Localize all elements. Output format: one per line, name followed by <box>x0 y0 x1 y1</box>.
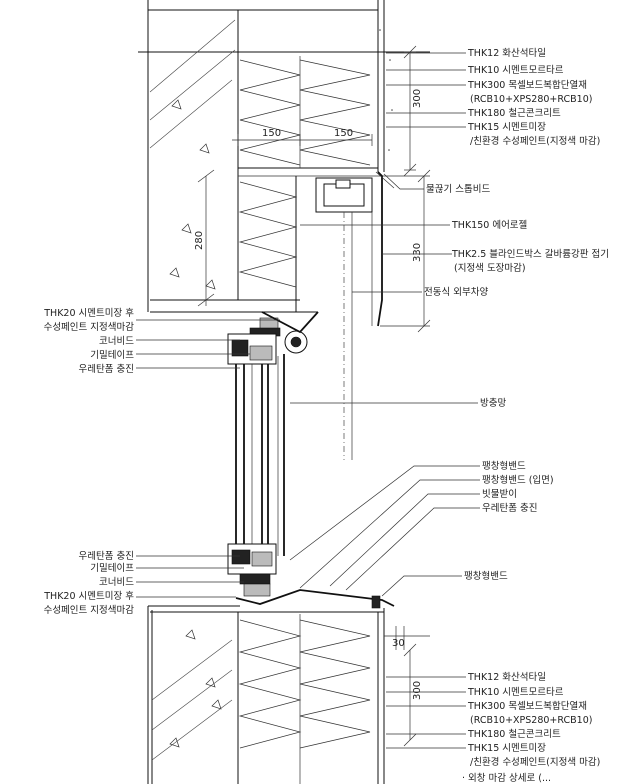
lower-wall <box>147 605 385 784</box>
lower-layer-5: THK180 철근콘크리트 <box>467 729 561 740</box>
left-lower-label-2: 기밀테이프 <box>90 562 134 574</box>
lower-layer-6: THK15 시멘트미장 <box>467 743 546 754</box>
upper-layer-1: THK12 화산석타일 <box>467 48 546 59</box>
upper-layer-2: THK10 시멘트모르타르 <box>467 65 564 76</box>
lower-layer-2: THK10 시멘트모르타르 <box>467 687 564 698</box>
upper-layer-3: THK300 목셀보드복합단열재 <box>467 80 587 91</box>
upper-layer-7: /친환경 수성페인트(지정색 마감) <box>470 135 600 147</box>
dim-insulation-right: 150 <box>334 128 353 139</box>
dim-blind-box-height: 330 <box>412 243 423 262</box>
upper-layer-labels: THK12 화산석타일 THK10 시멘트모르타르 THK300 목셀보드복합단… <box>467 48 600 147</box>
left-upper-label-5: 우레탄폼 충진 <box>79 364 134 375</box>
dim-lintel-depth: 280 <box>194 231 205 250</box>
left-lower-labels: 우레탄폼 충진 기밀테이프 코너비드 THK20 시멘트미장 후 수성페인트 지… <box>43 551 134 616</box>
label-drip-bead: 물끊기 스톱비드 <box>426 184 490 195</box>
upper-wall <box>138 0 430 313</box>
glazing <box>235 354 285 556</box>
label-insect-screen: 방충망 <box>480 398 506 409</box>
upper-layer-4: (RCB10+XPS280+RCB10) <box>470 94 592 105</box>
left-upper-label-1: THK20 시멘트미장 후 <box>43 308 134 319</box>
label-blind: 전동식 외부차양 <box>424 286 488 298</box>
lower-dimensions: 30 300 <box>384 626 430 747</box>
lower-layer-1: THK12 화산석타일 <box>467 672 546 683</box>
left-lower-label-4: THK20 시멘트미장 후 <box>43 591 134 602</box>
lower-layer-labels: THK12 화산석타일 THK10 시멘트모르타르 THK300 목셀보드복합단… <box>462 672 600 784</box>
partial-bottom-text: · 외창 마감 상세로 (... <box>462 772 551 784</box>
upper-dimensions: 300 150 150 280 330 <box>194 45 431 333</box>
label-blind-box-2: (지정색 도장마감) <box>454 262 526 274</box>
label-sill-3: 빗물받이 <box>482 489 517 500</box>
label-blind-box-1: THK2.5 블라인드박스 갈바륨강판 접기 <box>451 248 609 260</box>
left-upper-label-2: 수성페인트 지정색마감 <box>44 321 135 333</box>
left-upper-labels: THK20 시멘트미장 후 수성페인트 지정색마감 코너비드 기밀테이프 우레탄… <box>43 308 134 375</box>
dim-insulation-left: 150 <box>262 128 281 139</box>
left-upper-label-4: 기밀테이프 <box>90 349 134 361</box>
label-sill-band: 팽창형밴드 <box>464 571 508 582</box>
left-lower-label-1: 우레탄폼 충진 <box>79 551 134 562</box>
right-labels: 물끊기 스톱비드 THK150 에어로젤 THK2.5 블라인드박스 갈바륨강판… <box>424 184 609 582</box>
upper-layer-6: THK15 시멘트미장 <box>467 122 546 133</box>
label-sill-4: 우레탄폼 충진 <box>482 503 537 514</box>
window-sill-frame <box>227 543 395 609</box>
window-head-frame <box>227 311 319 365</box>
dim-sill-offset: 30 <box>392 638 405 649</box>
dim-lower-wall-height: 300 <box>412 681 423 700</box>
left-lower-label-5: 수성페인트 지정색마감 <box>44 604 135 616</box>
dim-upper-wall-height: 300 <box>412 89 423 108</box>
lower-layer-7: /친환경 수성페인트(지정색 마감) <box>470 756 600 768</box>
left-lower-label-3: 코너비드 <box>99 577 134 588</box>
label-sill-1: 팽창형밴드 <box>482 461 526 472</box>
lower-layer-4: (RCB10+XPS280+RCB10) <box>470 715 592 726</box>
blind-box <box>315 171 395 460</box>
left-upper-label-3: 코너비드 <box>99 336 134 347</box>
leader-lines <box>136 52 480 749</box>
upper-layer-5: THK180 철근콘크리트 <box>467 108 561 119</box>
lower-layer-3: THK300 목셀보드복합단열재 <box>467 701 587 712</box>
label-aerogel: THK150 에어로젤 <box>451 219 528 231</box>
label-sill-2: 팽창형밴드 (입면) <box>482 474 554 486</box>
